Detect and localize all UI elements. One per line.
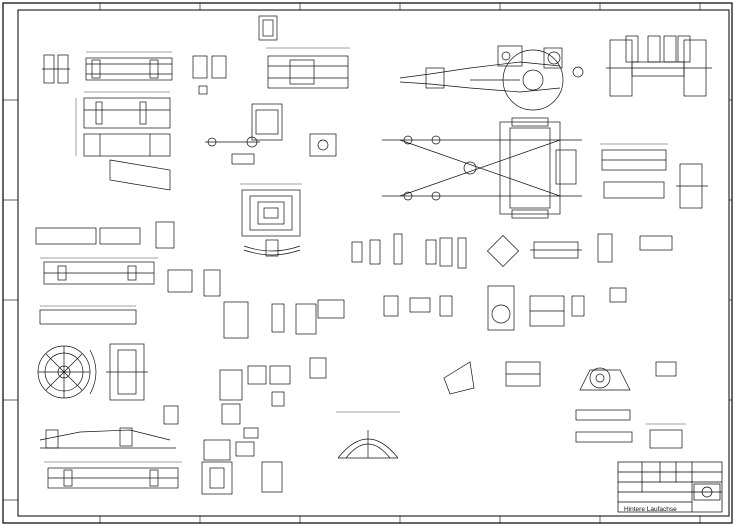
axle-front-view bbox=[606, 35, 712, 97]
bracket-bottom-center bbox=[201, 427, 283, 495]
plate-group-left bbox=[35, 221, 221, 325]
zone-ticks bbox=[3, 3, 732, 523]
axle-side-view bbox=[399, 45, 584, 111]
inner-border bbox=[17, 9, 730, 517]
frame-side-view-left bbox=[75, 91, 171, 191]
arch-segment bbox=[336, 411, 400, 459]
wheel-view bbox=[37, 343, 148, 401]
frame-bottom-left bbox=[39, 405, 182, 489]
right-lower-parts bbox=[443, 361, 686, 449]
small-bracket-top bbox=[192, 55, 227, 95]
small-parts-center bbox=[219, 299, 345, 425]
spring-link-parts bbox=[205, 133, 337, 165]
bracket-block-center-top bbox=[251, 15, 350, 141]
drawing-title: Hintere Laufachse bbox=[624, 506, 677, 513]
leaf-spring-block bbox=[240, 183, 302, 257]
bearing-parts-center bbox=[383, 285, 627, 331]
title-block bbox=[617, 461, 723, 513]
bolt-row bbox=[351, 233, 673, 269]
bogie-plan-view bbox=[382, 117, 582, 219]
right-side-parts bbox=[600, 143, 708, 209]
part-block-top-left bbox=[42, 51, 173, 84]
